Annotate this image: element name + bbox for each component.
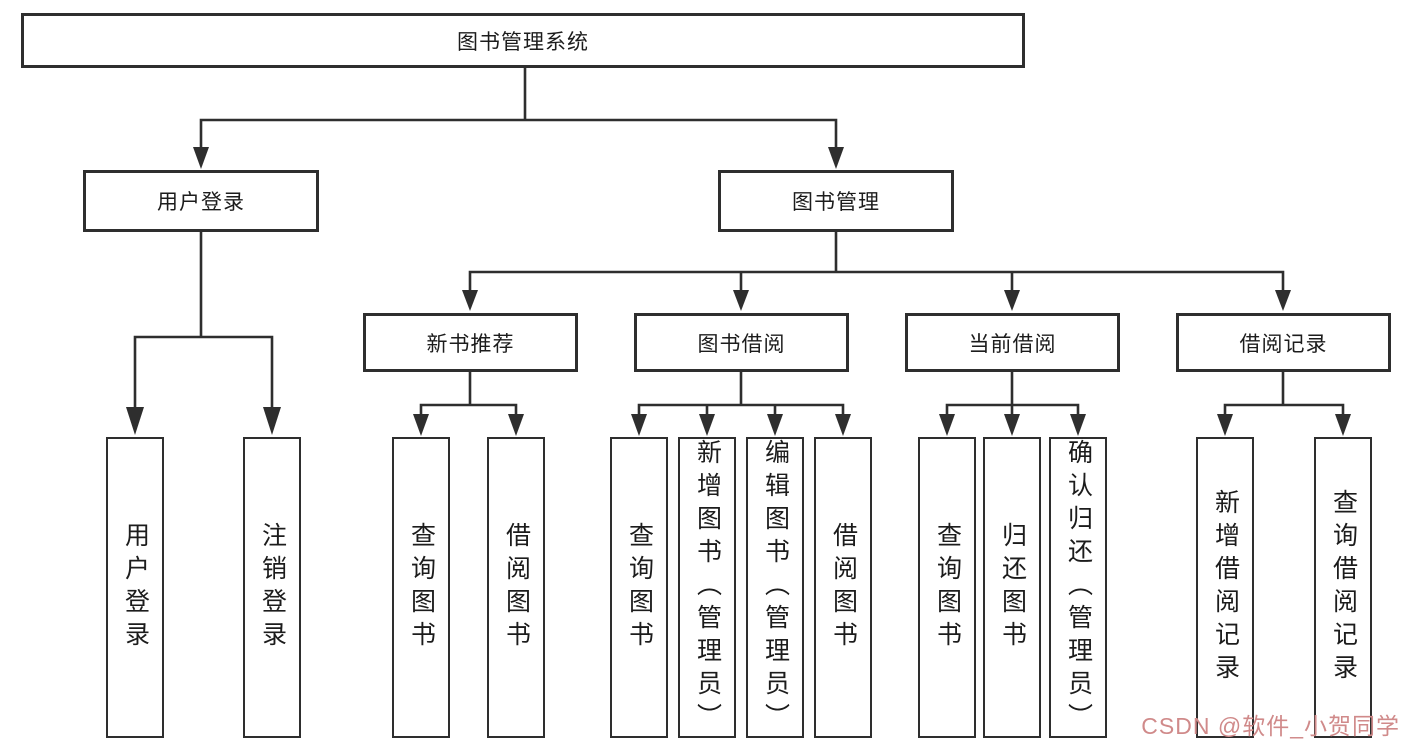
arrowhead bbox=[462, 290, 478, 311]
leaf-recommend-query-books: 查询图书 bbox=[392, 437, 450, 738]
leaf-borrow-query-books-label: 查询图书 bbox=[625, 521, 654, 654]
node-user-login: 用户登录 bbox=[83, 170, 319, 232]
arrowhead bbox=[413, 414, 429, 436]
arrowhead bbox=[263, 407, 281, 435]
leaf-user-login-label: 用户登录 bbox=[121, 521, 150, 654]
leaf-current-return-books: 归还图书 bbox=[983, 437, 1041, 738]
leaf-logout-login-label: 注销登录 bbox=[258, 521, 287, 654]
arrowhead bbox=[1070, 414, 1086, 436]
leaf-borrow-edit-books-admin-label: 编辑图书（管理员） bbox=[761, 439, 790, 736]
node-user-login-label: 用户登录 bbox=[157, 191, 245, 214]
arrowhead bbox=[1335, 414, 1351, 436]
leaf-records-query-borrow-record: 查询借阅记录 bbox=[1314, 437, 1372, 738]
leaf-user-login: 用户登录 bbox=[106, 437, 164, 738]
connector-login-to-leaves bbox=[133, 230, 274, 411]
node-book-borrow-label: 图书借阅 bbox=[697, 332, 786, 356]
arrowhead bbox=[699, 414, 715, 436]
arrowhead bbox=[508, 414, 524, 436]
connector-current-to-leaves bbox=[945, 370, 1080, 419]
arrowhead bbox=[828, 147, 844, 169]
arrowhead bbox=[835, 414, 851, 436]
connector-root-to-level2 bbox=[199, 66, 838, 152]
leaf-records-add-borrow-record: 新增借阅记录 bbox=[1196, 437, 1254, 738]
node-root-system: 图书管理系统 bbox=[21, 13, 1025, 68]
arrowhead bbox=[1004, 290, 1020, 311]
node-current-borrow-label: 当前借阅 bbox=[968, 332, 1057, 356]
arrowhead bbox=[733, 290, 749, 311]
node-new-book-recommend: 新书推荐 bbox=[363, 313, 578, 372]
leaf-records-query-borrow-record-label: 查询借阅记录 bbox=[1329, 488, 1358, 687]
arrowhead bbox=[193, 147, 209, 169]
csdn-watermark: CSDN @软件_小贺同学 bbox=[1141, 713, 1400, 739]
arrowhead bbox=[126, 407, 144, 435]
node-book-borrow: 图书借阅 bbox=[634, 313, 849, 372]
node-book-management-label: 图书管理 bbox=[792, 191, 880, 214]
arrowheads bbox=[126, 147, 1351, 436]
connector-recommend-to-leaves bbox=[419, 370, 518, 419]
leaf-borrow-edit-books-admin: 编辑图书（管理员） bbox=[746, 437, 804, 738]
node-book-management: 图书管理 bbox=[718, 170, 954, 232]
arrowhead bbox=[631, 414, 647, 436]
arrowhead bbox=[1275, 290, 1291, 311]
leaf-borrow-add-books-admin: 新增图书（管理员） bbox=[678, 437, 736, 738]
leaf-recommend-borrow-books: 借阅图书 bbox=[487, 437, 545, 738]
node-borrow-records: 借阅记录 bbox=[1176, 313, 1391, 372]
leaf-borrow-borrow-books: 借阅图书 bbox=[814, 437, 872, 738]
leaf-records-add-borrow-record-label: 新增借阅记录 bbox=[1211, 488, 1240, 687]
leaf-current-return-books-label: 归还图书 bbox=[998, 521, 1027, 654]
leaf-current-query-books: 查询图书 bbox=[918, 437, 976, 738]
arrowhead bbox=[767, 414, 783, 436]
leaf-borrow-add-books-admin-label: 新增图书（管理员） bbox=[693, 439, 722, 736]
connector-borrow-to-leaves bbox=[637, 370, 845, 419]
leaf-borrow-borrow-books-label: 借阅图书 bbox=[829, 521, 858, 654]
node-new-book-recommend-label: 新书推荐 bbox=[426, 332, 515, 356]
leaf-borrow-query-books: 查询图书 bbox=[610, 437, 668, 738]
connector-records-to-leaves bbox=[1223, 370, 1345, 419]
leaf-current-confirm-return-admin-label: 确认归还（管理员） bbox=[1064, 439, 1093, 736]
arrowhead bbox=[1004, 414, 1020, 436]
connector-management-to-level3 bbox=[468, 230, 1285, 294]
leaf-logout-login: 注销登录 bbox=[243, 437, 301, 738]
node-current-borrow: 当前借阅 bbox=[905, 313, 1120, 372]
node-borrow-records-label: 借阅记录 bbox=[1239, 332, 1328, 356]
arrowhead bbox=[1217, 414, 1233, 436]
leaf-recommend-borrow-books-label: 借阅图书 bbox=[502, 521, 531, 654]
leaf-current-confirm-return-admin: 确认归还（管理员） bbox=[1049, 437, 1107, 738]
leaf-current-query-books-label: 查询图书 bbox=[933, 521, 962, 654]
leaf-recommend-query-books-label: 查询图书 bbox=[407, 521, 436, 654]
arrowhead bbox=[939, 414, 955, 436]
node-root-system-label: 图书管理系统 bbox=[457, 30, 589, 54]
